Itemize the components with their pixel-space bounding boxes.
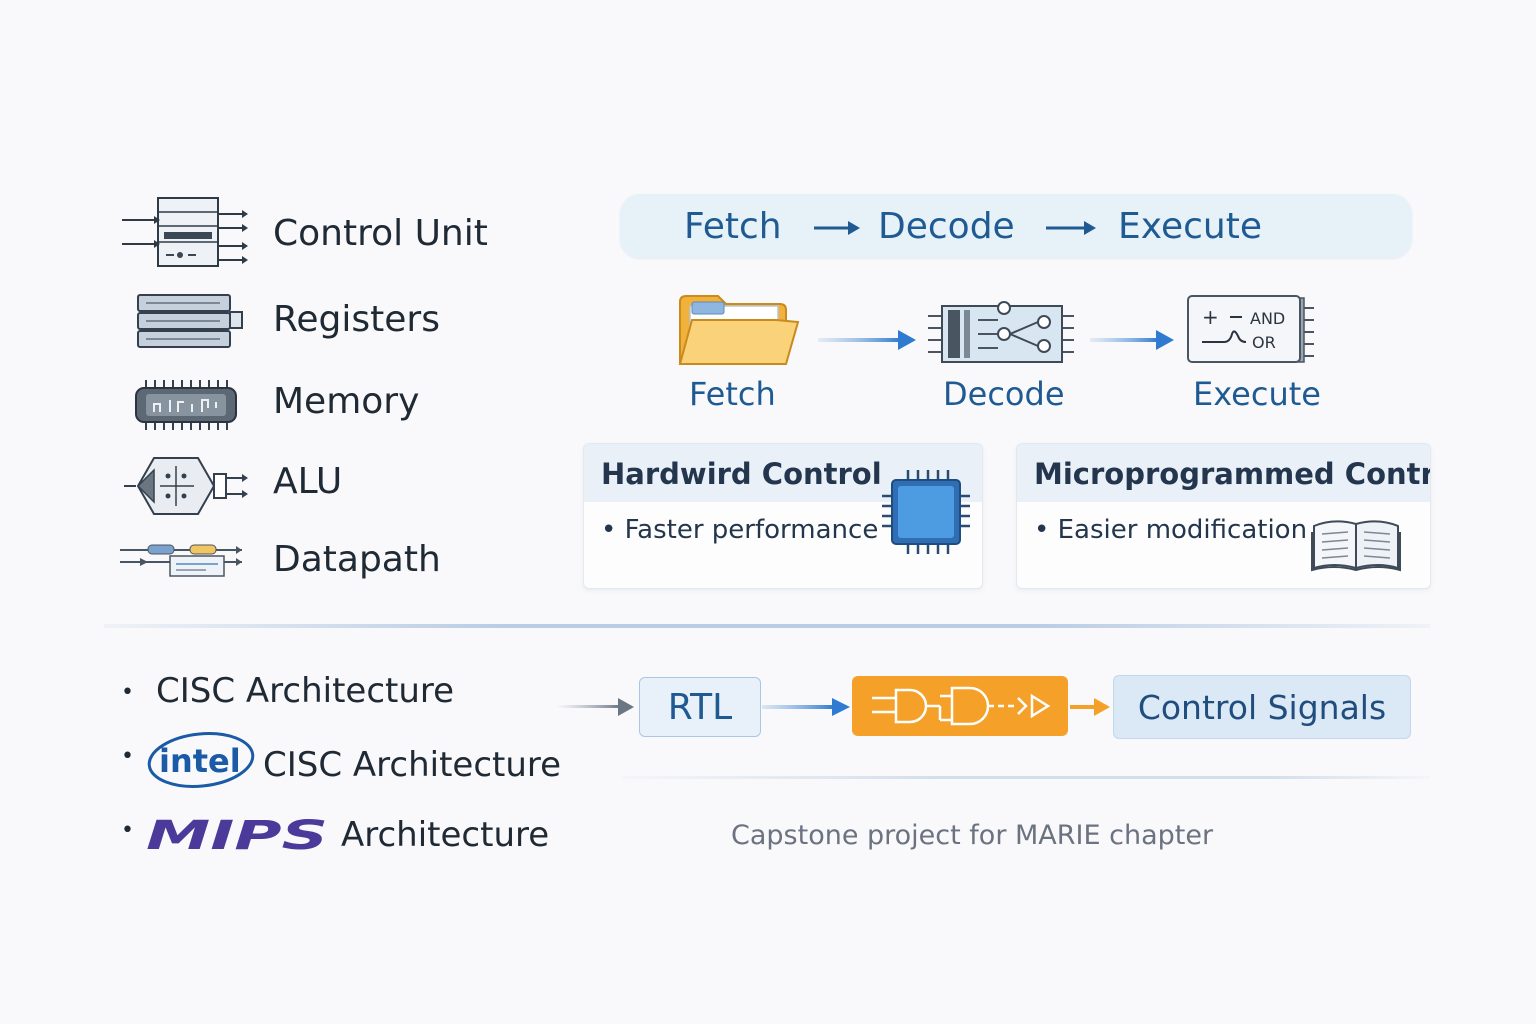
bullet-dot: •	[121, 680, 134, 705]
rtl-label: RTL	[667, 686, 733, 728]
stage-label-execute: Execute	[1193, 375, 1321, 413]
component-label-alu: ALU	[273, 461, 343, 502]
card-bullet: • Easier modification	[1034, 515, 1308, 545]
caption-text: Capstone project for MARIE chapter	[731, 820, 1214, 851]
arrow-right-icon	[818, 330, 916, 350]
stage-label-fetch: Fetch	[689, 375, 776, 413]
card-bullet-text: Faster performance	[624, 515, 879, 545]
cycle-step-fetch: Fetch	[684, 206, 782, 247]
alu-icon	[124, 457, 248, 515]
architecture-cisc: CISC Architecture	[156, 671, 455, 711]
architecture-mips: Architecture	[341, 815, 550, 855]
memory-chip-icon	[135, 380, 237, 430]
rtl-box: RTL	[639, 677, 761, 737]
datapath-icon	[120, 544, 242, 577]
cpu-chip-icon	[882, 470, 970, 554]
mips-logo-icon: MIPS	[146, 815, 328, 855]
arrow-right-icon	[1070, 698, 1110, 716]
arrow-right-icon	[762, 698, 850, 716]
control-signals-box: Control Signals	[1113, 675, 1411, 739]
instruction-cycle-bar	[620, 194, 1412, 258]
component-label-datapath: Datapath	[273, 539, 441, 580]
cycle-step-decode: Decode	[878, 206, 1015, 247]
decoder-icon	[928, 301, 1074, 363]
arrow-right-icon	[556, 698, 634, 716]
control-signals-label: Control Signals	[1137, 687, 1387, 727]
intel-logo-icon: intel	[147, 732, 255, 788]
open-book-icon	[1311, 520, 1401, 572]
bullet-dot: •	[121, 818, 134, 843]
control-unit-icon	[122, 197, 248, 267]
microprogrammed-control-card: Microprogrammed Control	[1016, 443, 1431, 589]
card-title: Microprogrammed Control	[1017, 444, 1430, 502]
cycle-step-execute: Execute	[1118, 206, 1262, 247]
architecture-intel-cisc: CISC Architecture	[263, 745, 562, 785]
gate-label-or: OR	[1252, 333, 1276, 352]
intel-logo-text: intel	[159, 742, 241, 780]
component-label-memory: Memory	[273, 381, 420, 422]
card-bullet: • Faster performance	[601, 515, 879, 545]
flow-underline	[622, 776, 1430, 779]
card-title: Hardwird Control	[584, 444, 982, 502]
gate-label-and: AND	[1250, 309, 1285, 328]
svg-text:+: +	[1202, 305, 1219, 329]
logic-gates-icon	[872, 686, 1051, 726]
arrow-right-icon	[814, 221, 860, 235]
arrow-right-icon	[1090, 330, 1174, 350]
card-bullet-text: Easier modification	[1057, 515, 1308, 545]
component-label-registers: Registers	[273, 299, 440, 340]
folder-icon	[678, 295, 800, 365]
arrow-right-icon	[1046, 221, 1096, 235]
component-label-control-unit: Control Unit	[273, 213, 488, 254]
registers-icon	[137, 294, 243, 348]
mips-logo-text: MIPS	[146, 815, 328, 855]
logic-unit-icon: + AND OR	[1187, 295, 1314, 363]
bullet-dot: •	[121, 744, 134, 769]
stage-label-decode: Decode	[943, 375, 1065, 413]
section-divider	[104, 624, 1430, 628]
